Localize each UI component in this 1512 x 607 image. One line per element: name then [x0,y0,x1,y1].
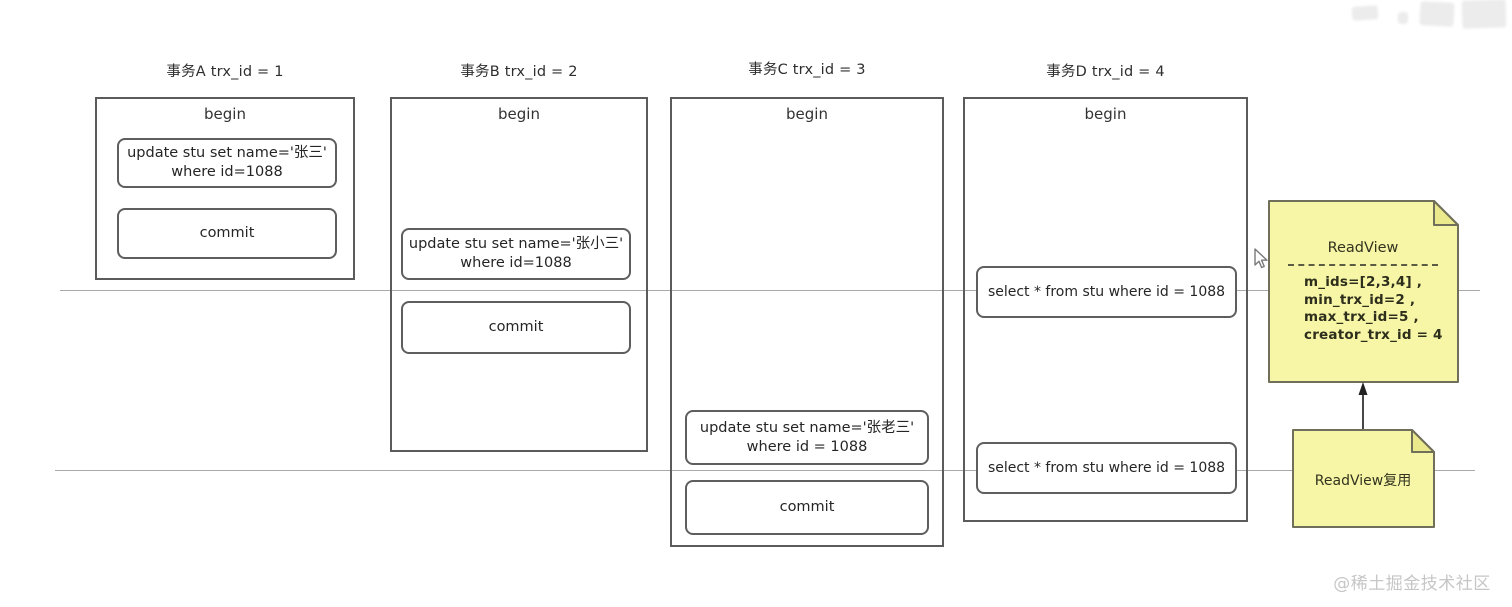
readview-note-title: ReadView [1327,240,1399,256]
transaction-b-update-step: update stu set name='张小三' where id=1088 [401,228,631,280]
transaction-b-commit-step: commit [401,301,631,354]
transaction-d-select-step-2: select * from stu where id = 1088 [976,442,1237,494]
transaction-a-commit-step: commit [117,208,337,259]
transaction-c-begin-label: begin [786,105,828,123]
transaction-b-begin-label: begin [498,105,540,123]
transaction-a-begin-label: begin [204,105,246,123]
folded-corner-icon [1433,200,1459,226]
transaction-d-title: 事务D trx_id = 4 [1046,64,1165,80]
mouse-cursor-icon [1254,248,1268,269]
readview-reuse-label: ReadView复用 [1314,473,1412,489]
folded-corner-icon [1411,429,1435,453]
timeline-line-lower [55,470,1475,471]
readview-note-separator [1288,264,1438,266]
transaction-c-update-step: update stu set name='张老三' where id = 108… [685,410,929,465]
transaction-a-title: 事务A trx_id = 1 [166,64,284,80]
transaction-a-update-step: update stu set name='张三' where id=1088 [117,138,337,188]
readview-note-fields: m_ids=[2,3,4] , min_trx_id=2 , max_trx_i… [1304,274,1443,343]
transaction-d-begin-label: begin [1084,105,1127,123]
transaction-c-commit-step: commit [685,480,929,535]
transaction-a-box: begin [95,97,355,280]
readview-reuse-note-shape [1292,429,1435,528]
readview-note-shape [1268,200,1459,383]
transaction-c-title: 事务C trx_id = 3 [748,62,866,78]
transaction-c-box: begin [670,97,944,547]
arrow-up-icon [1358,382,1368,430]
transaction-d-select-step-1: select * from stu where id = 1088 [976,266,1237,318]
timeline-line-upper [60,290,1480,291]
transaction-b-title: 事务B trx_id = 2 [460,64,578,80]
juejin-watermark: @稀土掘金技术社区 [1333,574,1491,594]
transaction-b-box: begin [390,97,648,452]
transaction-d-box: begin [963,97,1248,522]
